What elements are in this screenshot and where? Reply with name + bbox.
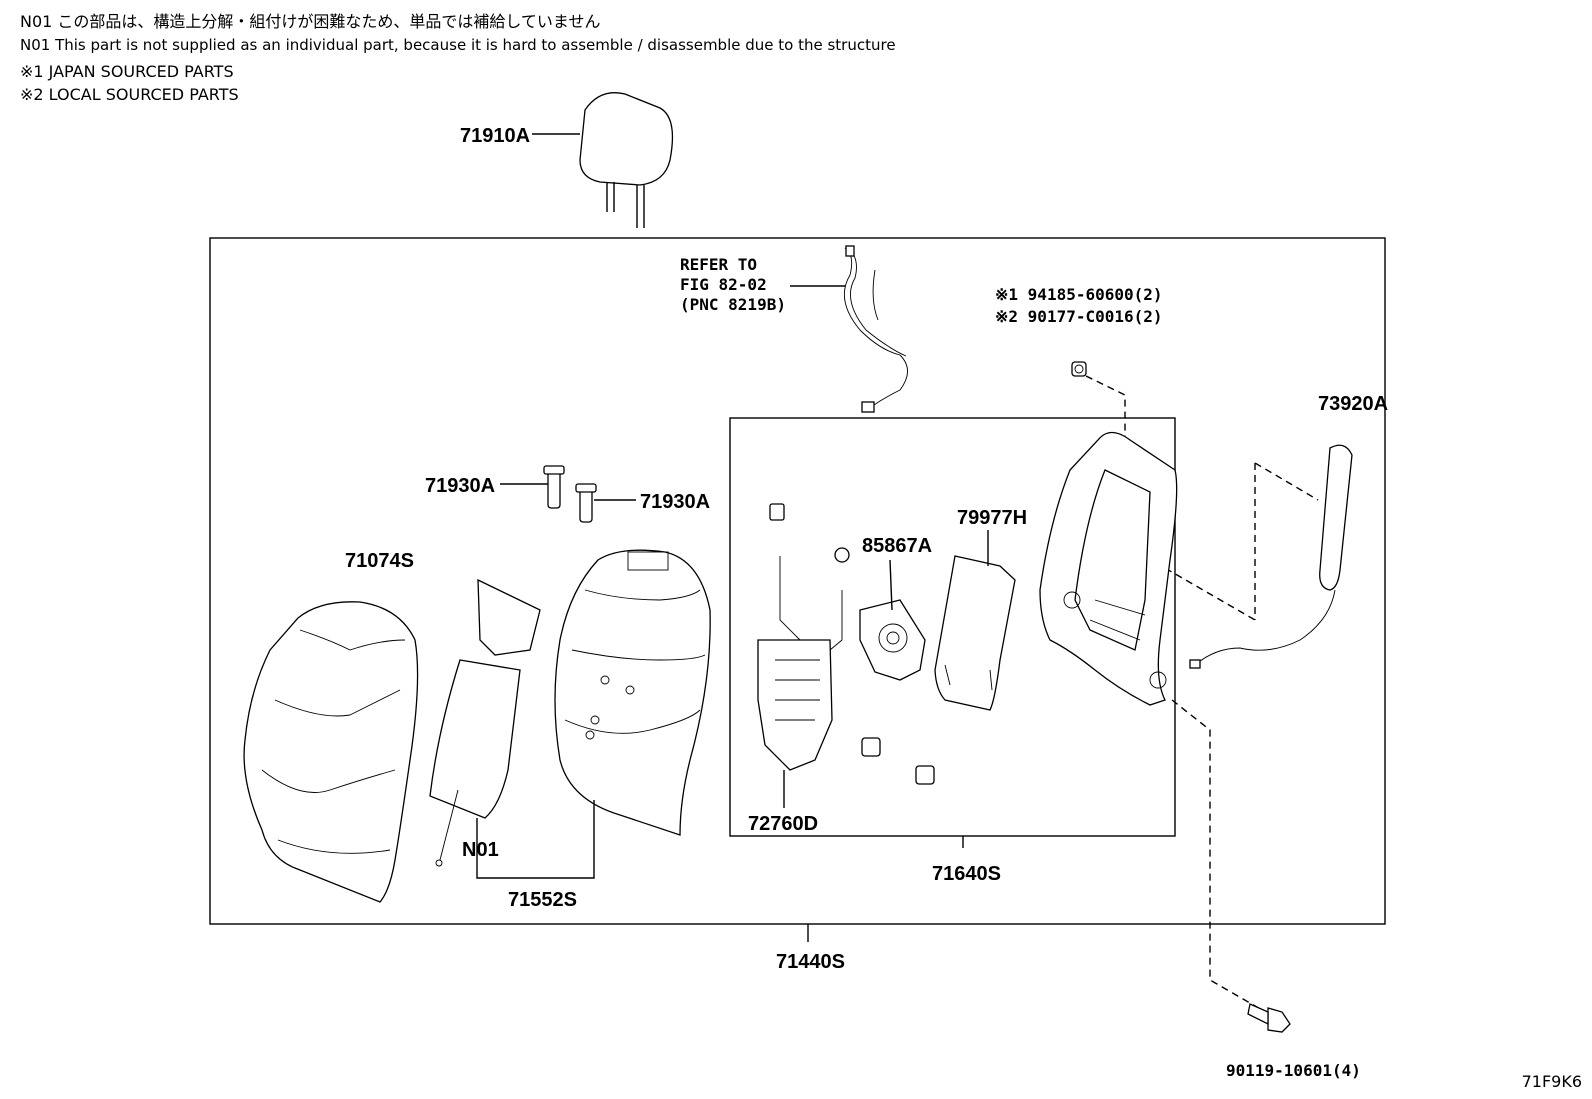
side-dash-2 — [1254, 462, 1319, 501]
note-n01-english: N01 This part is not supplied as an indi… — [20, 36, 896, 54]
note-local-sourced: ※2 LOCAL SOURCED PARTS — [20, 85, 239, 104]
label-frame-assy: 71640S — [932, 863, 1001, 885]
heater-pad-part[interactable] — [429, 578, 541, 867]
label-shield: 79977H — [957, 507, 1027, 529]
label-n01: N01 — [462, 839, 499, 861]
note-japan-sourced: ※1 JAPAN SOURCED PARTS — [20, 62, 234, 81]
label-fastener2: ※2 90177-C0016(2) — [995, 307, 1163, 326]
guide-right-part[interactable] — [575, 483, 597, 523]
wire-harness-part[interactable] — [843, 245, 908, 413]
note-n01-japanese: N01 この部品は、構造上分解・組付けが困難なため、単品では補給していません — [20, 12, 601, 31]
heater-unit-part[interactable] — [859, 599, 926, 681]
pad-assy-bracket — [476, 800, 595, 879]
diagram-code: 71F9K6 — [1521, 1072, 1582, 1091]
nut-dash-leader — [1085, 375, 1256, 621]
nut-part[interactable] — [1071, 361, 1087, 377]
heater-leader — [889, 559, 893, 611]
label-guide-right: 71930A — [640, 491, 710, 513]
headrest-part[interactable] — [579, 92, 674, 228]
side-cover-part[interactable] — [1189, 444, 1353, 669]
label-pad-assy: 71552S — [508, 889, 577, 911]
label-refer-line3: (PNC 8219B) — [680, 295, 786, 314]
label-refer-line1: REFER TO — [680, 255, 757, 274]
label-guide-left: 71930A — [425, 475, 495, 497]
seatback-assembly-box — [209, 237, 1386, 925]
bolt-part[interactable] — [1247, 1003, 1291, 1033]
frame-assembly-box — [729, 417, 1176, 837]
label-side-cover: 73920A — [1318, 393, 1388, 415]
label-bolt: 90119-10601(4) — [1226, 1061, 1361, 1080]
guide-left-part[interactable] — [543, 465, 565, 509]
label-cover: 71074S — [345, 550, 414, 572]
seatback-pad-part[interactable] — [554, 549, 711, 836]
label-headrest: 71910A — [460, 125, 530, 147]
seatback-frame-part[interactable] — [1039, 431, 1178, 706]
lumbar-support-part[interactable] — [757, 556, 935, 785]
label-refer-line2: FIG 82-02 — [680, 275, 767, 294]
clip-part-upper[interactable] — [769, 503, 850, 563]
shield-part[interactable] — [934, 555, 1016, 711]
label-seatback-assy: 71440S — [776, 951, 845, 973]
bolt-dash-leader — [1171, 699, 1263, 1011]
label-heater: 85867A — [862, 535, 932, 557]
label-fastener1: ※1 94185-60600(2) — [995, 285, 1163, 304]
label-support: 72760D — [748, 813, 818, 835]
seatback-cover-part[interactable] — [243, 601, 419, 903]
